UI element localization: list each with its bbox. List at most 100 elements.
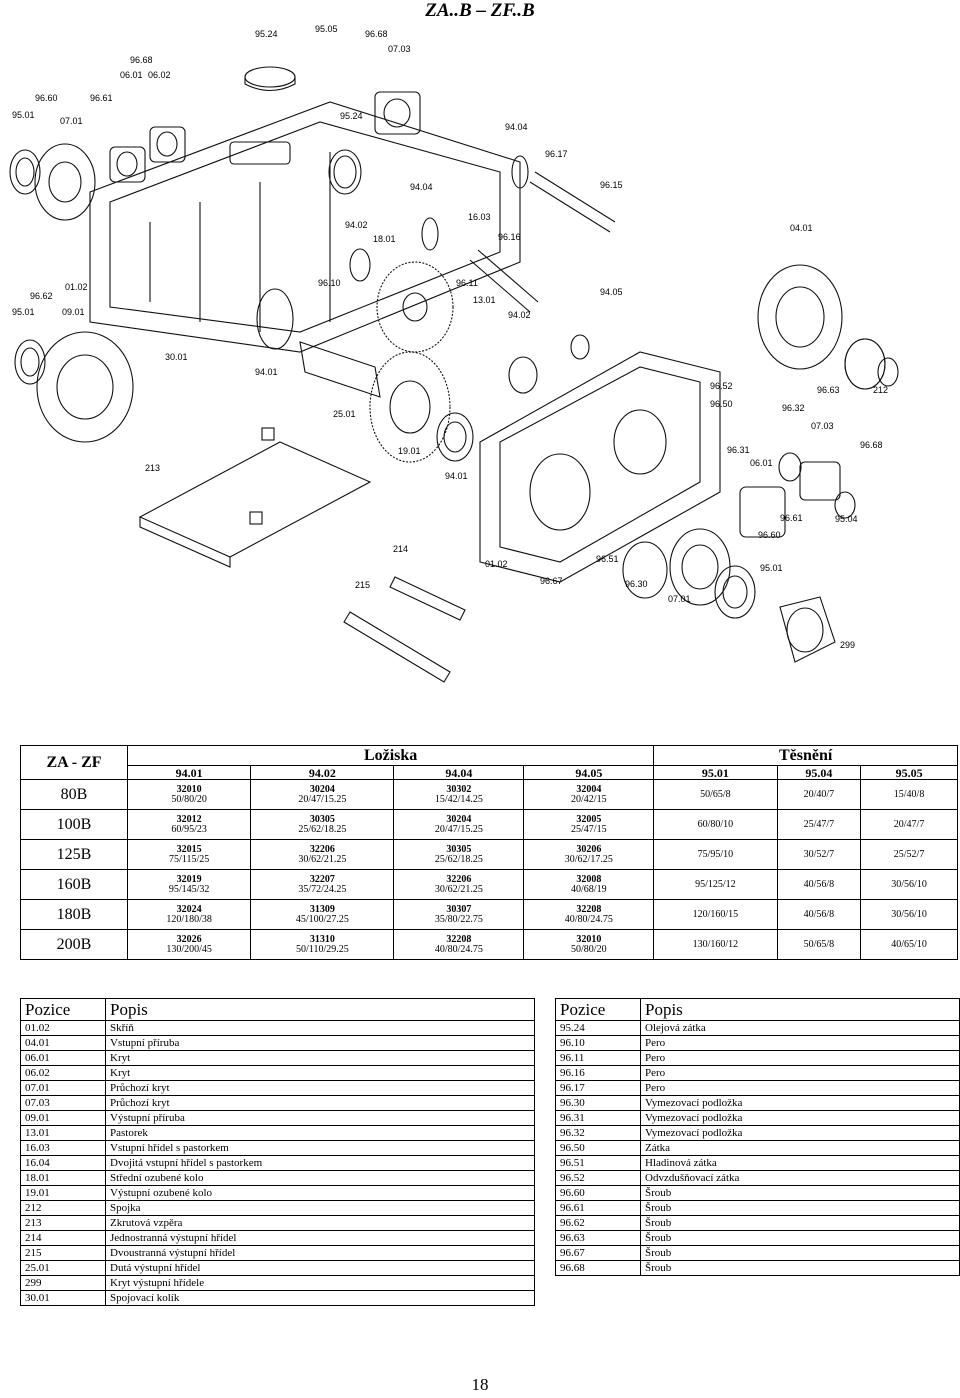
seal-dimensions: 95/125/12 bbox=[653, 869, 778, 900]
svg-text:96.61: 96.61 bbox=[780, 513, 803, 523]
part-position: 25.01 bbox=[20, 1260, 106, 1276]
bearing-code: 32208 bbox=[446, 933, 472, 945]
bearing-dimensions: 25/62/18.25 bbox=[434, 853, 483, 865]
part-description: Spojka bbox=[105, 1200, 535, 1216]
part-description: Průchozí kryt bbox=[105, 1095, 535, 1111]
part-position: 09.01 bbox=[20, 1110, 106, 1126]
part-position: 07.03 bbox=[20, 1095, 106, 1111]
svg-text:16.03: 16.03 bbox=[468, 212, 491, 222]
gear-size: 125B bbox=[20, 839, 128, 870]
column-header-description: Popis bbox=[640, 998, 960, 1021]
part-description: Kryt bbox=[105, 1050, 535, 1066]
bearing-dimensions: 50/80/20 bbox=[571, 943, 607, 955]
svg-text:94.02: 94.02 bbox=[345, 220, 368, 230]
svg-text:07.01: 07.01 bbox=[60, 116, 83, 126]
part-description: Šroub bbox=[640, 1245, 960, 1261]
part-position: 214 bbox=[20, 1230, 106, 1246]
svg-text:96.62: 96.62 bbox=[30, 291, 53, 301]
bearing-code: 32207 bbox=[309, 873, 335, 885]
seal-dimensions: 40/56/8 bbox=[776, 899, 862, 930]
svg-text:96.15: 96.15 bbox=[600, 180, 623, 190]
part-position: 96.62 bbox=[555, 1215, 641, 1231]
part-position: 30.01 bbox=[20, 1290, 106, 1306]
svg-text:95.01: 95.01 bbox=[12, 110, 35, 120]
part-position: 16.04 bbox=[20, 1155, 106, 1171]
seal-dimensions: 20/47/7 bbox=[860, 809, 958, 840]
bearing-dimensions: 50/110/29.25 bbox=[296, 943, 349, 955]
bearing-dimensions: 130/200/45 bbox=[166, 943, 212, 955]
part-description: Pastorek bbox=[105, 1125, 535, 1141]
part-position: 06.02 bbox=[20, 1065, 106, 1081]
column-header-description: Popis bbox=[105, 998, 535, 1021]
part-position: 96.31 bbox=[555, 1110, 641, 1126]
bearing-dimensions: 35/80/22.75 bbox=[434, 913, 483, 925]
bearing-code: 32008 bbox=[576, 873, 602, 885]
part-description: Pero bbox=[640, 1050, 960, 1066]
bearing-dimensions: 40/80/24.75 bbox=[564, 913, 613, 925]
svg-text:30.01: 30.01 bbox=[165, 352, 188, 362]
svg-text:18.01: 18.01 bbox=[373, 234, 396, 244]
svg-text:19.01: 19.01 bbox=[398, 446, 421, 456]
page-title: ZA..B – ZF..B bbox=[425, 0, 535, 21]
bearing-dimensions: 120/180/38 bbox=[166, 913, 212, 925]
part-position: 96.61 bbox=[555, 1200, 641, 1216]
part-description: Odvzdušňovací zátka bbox=[640, 1170, 960, 1186]
part-position: 96.52 bbox=[555, 1170, 641, 1186]
column-header-position: Pozice bbox=[20, 998, 106, 1021]
part-description: Střední ozubené kolo bbox=[105, 1170, 535, 1186]
svg-text:96.60: 96.60 bbox=[758, 530, 781, 540]
part-description: Dutá výstupní hřídel bbox=[105, 1260, 535, 1276]
part-description: Vymezovací podložka bbox=[640, 1110, 960, 1126]
bearing-code: 30307 bbox=[446, 903, 472, 915]
part-description: Výstupní příruba bbox=[105, 1110, 535, 1126]
seal-dimensions: 30/52/7 bbox=[776, 839, 862, 870]
column-header-94-05: 94.05 bbox=[523, 765, 655, 780]
part-description: Kryt výstupní hřídele bbox=[105, 1275, 535, 1291]
seal-dimensions: 130/160/12 bbox=[653, 929, 778, 960]
part-description: Kryt bbox=[105, 1065, 535, 1081]
gear-size: 200B bbox=[20, 929, 128, 960]
part-position: 07.01 bbox=[20, 1080, 106, 1096]
bearing-code: 32024 bbox=[176, 903, 202, 915]
part-position: 213 bbox=[20, 1215, 106, 1231]
column-header-position: Pozice bbox=[555, 998, 641, 1021]
svg-text:13.01: 13.01 bbox=[473, 295, 496, 305]
svg-text:96.52: 96.52 bbox=[710, 381, 733, 391]
part-position: 01.02 bbox=[20, 1020, 106, 1036]
svg-text:96.60: 96.60 bbox=[35, 93, 58, 103]
part-description: Dvojitá vstupní hřídel s pastorkem bbox=[105, 1155, 535, 1171]
part-description: Vstupní příruba bbox=[105, 1035, 535, 1051]
bearing-dimensions: 30/62/21.25 bbox=[434, 883, 483, 895]
part-position: 13.01 bbox=[20, 1125, 106, 1141]
part-position: 299 bbox=[20, 1275, 106, 1291]
seal-dimensions: 15/40/8 bbox=[860, 779, 958, 810]
svg-text:07.03: 07.03 bbox=[388, 44, 411, 54]
svg-text:96.10: 96.10 bbox=[318, 278, 341, 288]
part-description: Skříň bbox=[105, 1020, 535, 1036]
seal-dimensions: 25/52/7 bbox=[860, 839, 958, 870]
part-position: 06.01 bbox=[20, 1050, 106, 1066]
seal-dimensions: 60/80/10 bbox=[653, 809, 778, 840]
part-position: 96.51 bbox=[555, 1155, 641, 1171]
svg-text:96.30: 96.30 bbox=[625, 579, 648, 589]
